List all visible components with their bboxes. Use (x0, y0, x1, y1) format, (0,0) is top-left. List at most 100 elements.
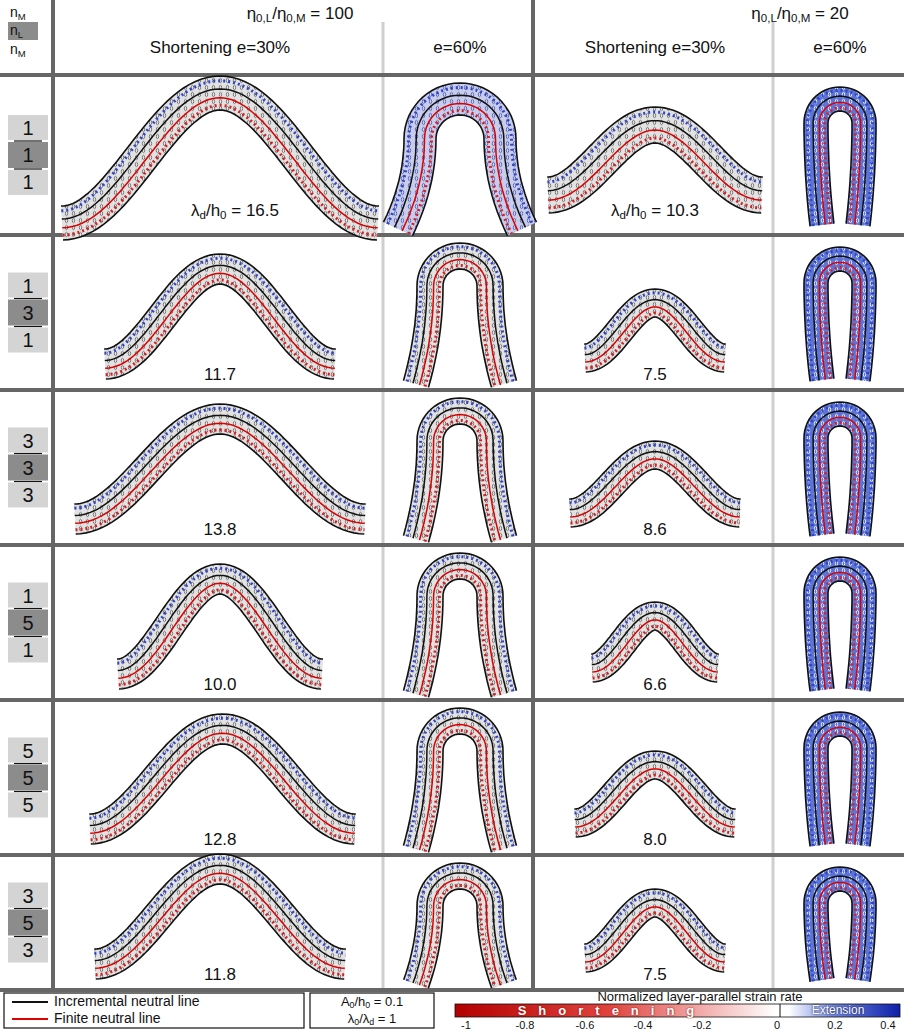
layer-boundary (76, 434, 365, 534)
extension-marks (407, 712, 513, 847)
incremental-neutral-line (413, 408, 507, 538)
extension-marks (570, 445, 741, 503)
matrix-box (8, 938, 48, 963)
extension-marks (807, 90, 872, 226)
matrix-box (8, 428, 48, 453)
divider (0, 698, 904, 702)
layer-box (8, 300, 48, 326)
layer-boundary (61, 76, 379, 206)
fold-layer (804, 247, 876, 381)
incremental-neutral-line (413, 253, 507, 383)
layer-boundary (576, 779, 735, 837)
shortening-marks (425, 265, 495, 386)
fold-layer (591, 602, 719, 682)
wavelength-ratio: 8.0 (640, 831, 670, 850)
exponent-number: 1 (22, 329, 33, 351)
matrix-box (8, 115, 48, 140)
fraction-bar (14, 453, 42, 454)
layer-boundary (404, 863, 517, 980)
exponent-number: 1 (22, 144, 33, 166)
shortening-marks (571, 465, 740, 523)
shortening-marks (96, 880, 345, 975)
layer-boundary (828, 581, 852, 689)
tick-label: 0 (774, 1019, 780, 1031)
fold-layer (804, 402, 876, 536)
fold-layer (404, 553, 517, 697)
layer-boundary (89, 714, 356, 814)
divider (531, 0, 535, 990)
exponent-number: 1 (22, 639, 33, 661)
finite-neutral-line (419, 880, 500, 986)
divider (0, 543, 904, 547)
tick-label: -0.6 (576, 1019, 595, 1031)
extension-marks (407, 247, 513, 382)
fraction-bar (14, 936, 42, 937)
extension-marks (584, 293, 725, 348)
incremental-neutral-line (105, 265, 335, 360)
exponent-number: 3 (22, 885, 33, 907)
incremental-neutral-line (585, 300, 725, 355)
layer-boundary (586, 917, 724, 972)
layer-boundary (94, 854, 346, 949)
column-heading: nM (10, 5, 26, 20)
shortening-marks (119, 590, 322, 685)
fraction-bar (14, 481, 42, 482)
shortening-marks (106, 280, 335, 375)
shortening-marks (825, 733, 856, 844)
divider (0, 233, 904, 237)
fraction-bar (14, 608, 42, 609)
fraction-bar (14, 298, 42, 299)
column-heading: e=60% (813, 39, 866, 58)
matrix-box (8, 328, 48, 353)
layer-box (8, 455, 48, 481)
finite-neutral-line (819, 727, 860, 844)
shortening-marks (825, 423, 856, 534)
fold-layer (569, 441, 740, 527)
fold-layer (584, 889, 726, 972)
fraction-bar (14, 763, 42, 764)
layer-boundary (547, 107, 763, 177)
fold-layer (89, 714, 356, 844)
incremental-neutral-line (413, 718, 507, 848)
finite-neutral-line (819, 572, 860, 689)
tick-label: 0.2 (827, 1019, 842, 1031)
layer-boundary (429, 734, 492, 852)
finite-neutral-line (90, 733, 355, 833)
column-heading: e=60% (433, 39, 486, 58)
fraction-bar (14, 908, 42, 909)
fold-layer (61, 76, 379, 240)
incremental-neutral-line (813, 721, 867, 845)
layer-boundary (404, 553, 517, 691)
matrix-box (8, 738, 48, 763)
layer-boundary (828, 736, 852, 844)
layer-box (8, 142, 48, 168)
matrix-box (8, 638, 48, 663)
fold-layer (404, 243, 517, 387)
layer-boundary (586, 317, 724, 372)
exponent-number: 3 (22, 484, 33, 506)
layer-boundary (591, 602, 719, 654)
extension-marks (807, 250, 872, 381)
legend-note: A0/h0 = 0.1 (341, 995, 403, 1009)
fold-layer (804, 712, 876, 846)
column-heading: Shortening e=30% (585, 39, 725, 58)
matrix-box (8, 793, 48, 818)
layer-boundary (428, 889, 491, 988)
layer-boundary (828, 271, 852, 379)
column-heading: η0,L/η0,M = 100 (247, 5, 354, 24)
matrix-box (8, 583, 48, 608)
layer-boundary (804, 87, 876, 226)
incremental-neutral-line (62, 89, 378, 219)
exponent-number: 1 (22, 585, 33, 607)
layer-boundary (91, 744, 354, 844)
fold-layer (804, 87, 876, 226)
finite-neutral-line (95, 873, 345, 968)
divider (382, 22, 385, 990)
exponent-number: 5 (22, 612, 33, 634)
finite-neutral-line (62, 98, 377, 228)
layer-boundary (804, 557, 876, 691)
finite-neutral-line (585, 307, 725, 362)
finite-neutral-line (548, 130, 762, 200)
tick-label: -0.2 (693, 1019, 712, 1031)
finite-neutral-line (420, 260, 501, 385)
